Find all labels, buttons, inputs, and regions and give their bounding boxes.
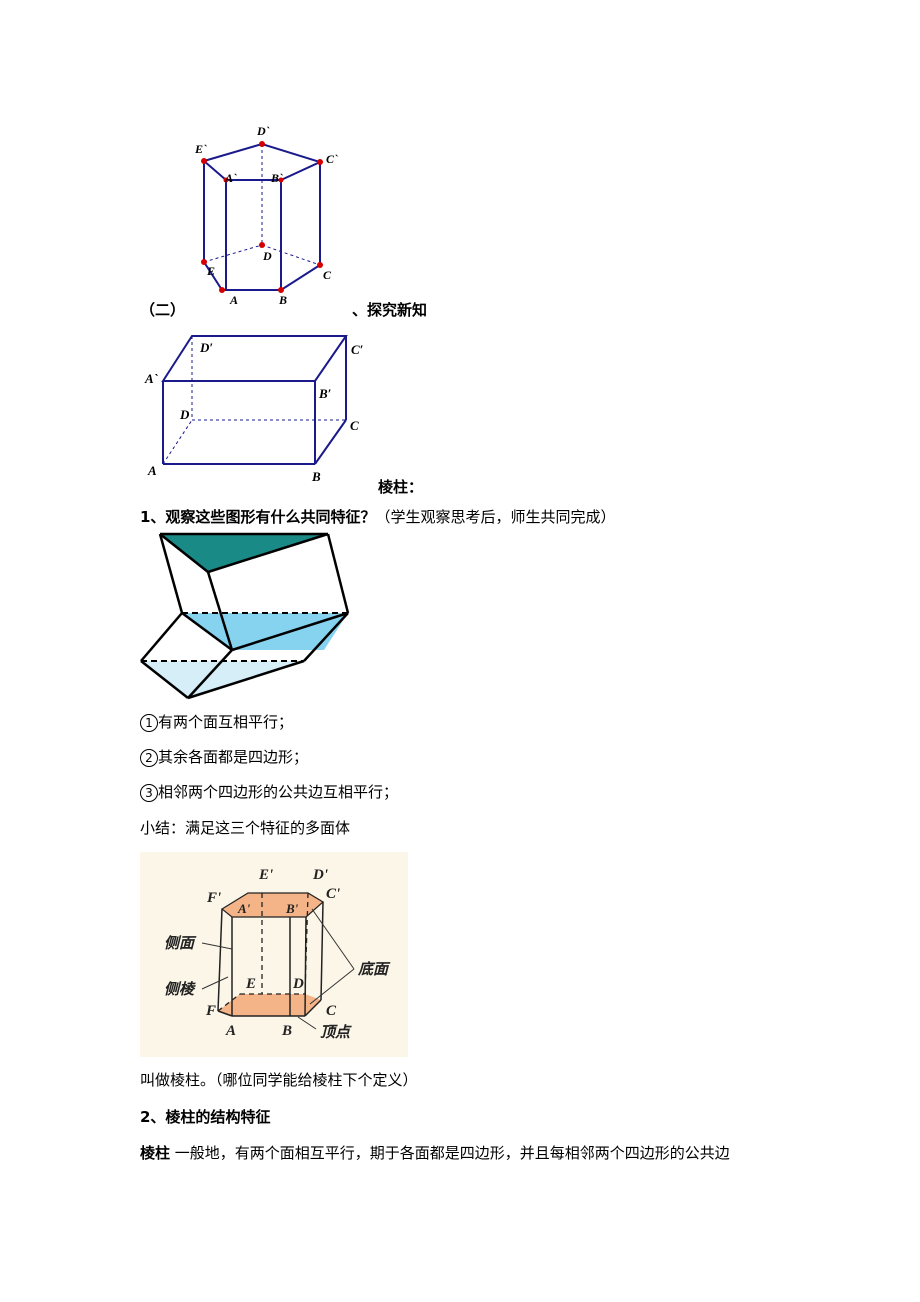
label-C-prime: C′ <box>351 342 364 357</box>
label-F: F <box>205 1003 216 1019</box>
section-title: 、探究新知 <box>352 301 428 319</box>
label-E: E <box>206 264 215 278</box>
rectangular-prism-figure: D′ C′ A` B′ D C A B <box>144 335 364 484</box>
annotation-vertex: 顶点 <box>320 1024 352 1041</box>
label-D: D <box>179 407 190 422</box>
question-1: 1、观察这些图形有什么共同特征？（学生观察思考后，师生共同完成） <box>140 507 615 527</box>
label-D: D <box>262 249 272 263</box>
label-D-prime: D' <box>312 867 328 883</box>
hexagonal-prism-figure: D` E` C` A` B` D E C A B <box>194 124 338 307</box>
question-2-title: 2、棱柱的结构特征 <box>140 1108 271 1126</box>
definition-text: 一般地，有两个面相互平行，期于各面都是四边形，并且每相邻两个四边形的公共边 <box>170 1144 730 1162</box>
definition-paragraph: 棱柱 一般地，有两个面相互平行，期于各面都是四边形，并且每相邻两个四边形的公共边 <box>140 1143 730 1163</box>
label-E-prime: E' <box>258 867 273 883</box>
label-F-prime: F' <box>206 890 221 906</box>
label-B: B <box>311 469 321 484</box>
label-E: E <box>245 976 256 992</box>
circled-number-3: 3 <box>140 783 158 802</box>
feature-2-text: 其余各面都是四边形； <box>158 748 309 766</box>
label-A: A <box>147 463 157 478</box>
annotation-side-face: 侧面 <box>164 935 197 952</box>
label-A: A <box>225 1023 236 1039</box>
annotation-side-edge: 侧棱 <box>164 981 196 998</box>
annotation-base: 底面 <box>357 961 391 978</box>
label-D: D <box>292 976 304 992</box>
label-B-prime: B′ <box>318 386 332 401</box>
label-A-prime: A' <box>237 901 251 916</box>
label-A: A <box>229 293 238 307</box>
label-B-prime: B' <box>285 901 299 916</box>
label-A-top: A` <box>224 171 237 185</box>
labeled-prism-figure: E' D' F' A' B' C' E D F C A B 侧面 侧棱 底面 顶… <box>140 852 408 1057</box>
question-1-note: （学生观察思考后，师生共同完成） <box>375 508 616 526</box>
label-C: C <box>350 418 359 433</box>
feature-3-text: 相邻两个四边形的公共边互相平行； <box>158 783 399 801</box>
slanted-prisms-figure <box>140 532 350 700</box>
prism-heading: 棱柱： <box>378 478 424 496</box>
feature-1-text: 有两个面互相平行； <box>158 713 294 731</box>
definition-term: 棱柱 <box>140 1144 171 1162</box>
label-C: C <box>326 1003 337 1019</box>
label-B: B <box>281 1023 292 1039</box>
label-B-top: B` <box>270 171 283 185</box>
summary-text: 小结：满足这三个特征的多面体 <box>140 819 351 837</box>
label-A-top: A` <box>144 371 159 386</box>
definition-line: 叫做棱柱。（哪位同学能给棱柱下个定义） <box>140 1071 418 1089</box>
label-C-prime: C' <box>326 886 340 902</box>
label-D-prime: D′ <box>199 340 213 355</box>
section-prefix: （二） <box>140 301 186 319</box>
question-1-title: 1、观察这些图形有什么共同特征？ <box>140 508 376 526</box>
circled-number-1: 1 <box>140 713 158 732</box>
label-D-top: D` <box>256 124 270 138</box>
label-C-top: C` <box>326 152 338 166</box>
label-C: C <box>323 268 332 282</box>
label-B: B <box>278 293 287 307</box>
label-E-top: E` <box>194 142 207 156</box>
circled-number-2: 2 <box>140 748 158 767</box>
